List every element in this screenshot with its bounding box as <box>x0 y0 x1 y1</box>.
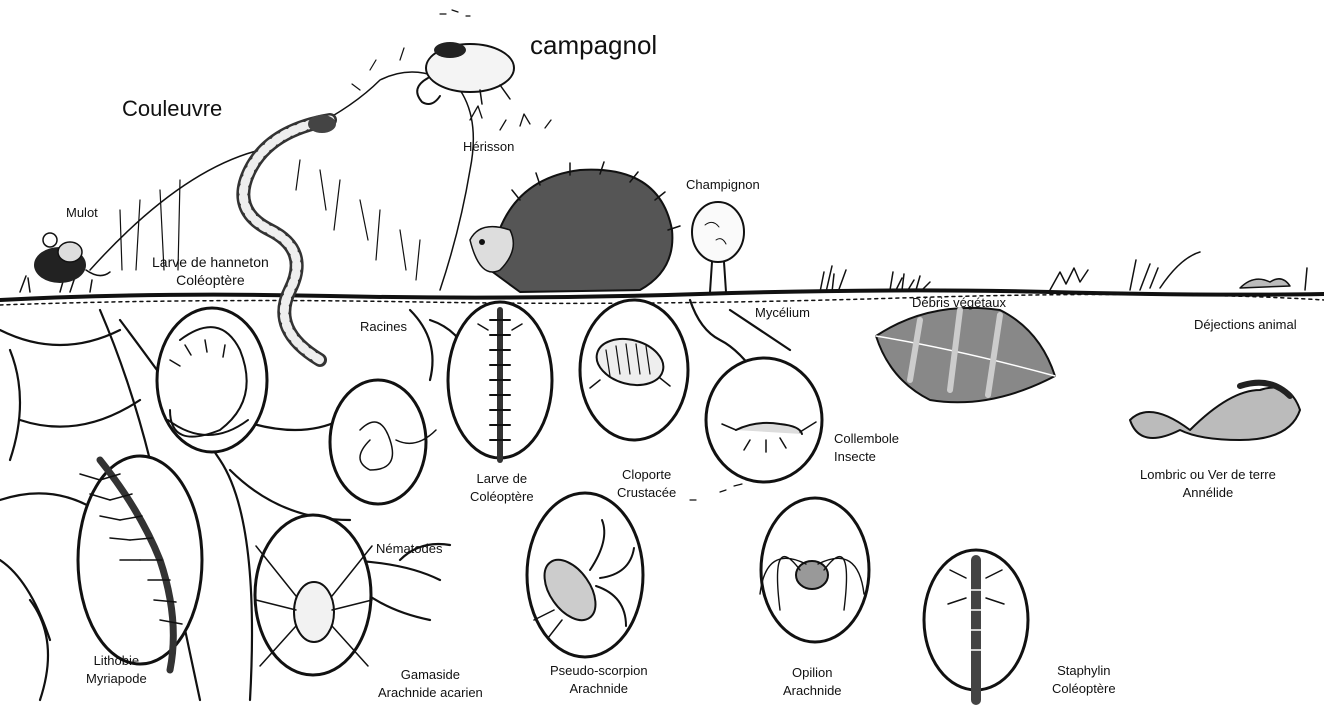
label-staphylin-line1: Staphylin <box>1052 662 1116 680</box>
label-cloporte-line2: Crustacée <box>617 484 676 502</box>
vole-drawing <box>417 42 514 104</box>
label-larve-coleoptere-line1: Larve de <box>470 470 534 488</box>
label-opilion: Opilion Arachnide <box>783 664 842 700</box>
label-collembole: Collembole Insecte <box>834 430 899 466</box>
label-larve-coleoptere: Larve de Coléoptère <box>470 470 534 506</box>
circle-staphylin <box>924 550 1028 700</box>
label-cloporte-line1: Cloporte <box>617 466 676 484</box>
circle-larve-coleoptere <box>448 302 552 460</box>
label-debris: Débris végétaux <box>912 294 1006 312</box>
label-staphylin-line2: Coléoptère <box>1052 680 1116 698</box>
label-gamaside-line1: Gamaside <box>378 666 483 684</box>
circle-collembole <box>706 358 822 482</box>
label-pseudo-line2: Arachnide <box>550 680 648 698</box>
label-lithobie-line2: Myriapode <box>86 670 147 688</box>
label-lombric: Lombric ou Ver de terre Annélide <box>1140 466 1276 502</box>
label-lithobie-line1: Lithobie <box>86 652 147 670</box>
label-hanneton-line2: Coléoptère <box>152 271 269 289</box>
label-hanneton: Larve de hanneton Coléoptère <box>152 253 269 289</box>
label-herisson: Hérisson <box>463 138 514 156</box>
label-lombric-line2: Annélide <box>1140 484 1276 502</box>
label-pseudo-line1: Pseudo-scorpion <box>550 662 648 680</box>
hedgehog-drawing <box>470 162 680 292</box>
mushroom-drawing <box>692 202 744 292</box>
label-mulot: Mulot <box>66 204 98 222</box>
label-staphylin: Staphylin Coléoptère <box>1052 662 1116 698</box>
label-couleuvre: Couleuvre <box>122 96 222 122</box>
label-pseudo-scorpion: Pseudo-scorpion Arachnide <box>550 662 648 698</box>
label-nematodes: Nématodes <box>376 540 442 558</box>
mouse-drawing <box>34 233 110 283</box>
label-larve-coleoptere-line2: Coléoptère <box>470 488 534 506</box>
circle-pseudo-scorpion <box>527 493 643 657</box>
circle-nematodes <box>330 380 436 504</box>
label-dejections: Déjections animal <box>1194 316 1297 334</box>
circle-cloporte <box>580 300 688 440</box>
circle-lithobie <box>78 456 202 670</box>
label-gamaside-line2: Arachnide acarien <box>378 684 483 702</box>
label-hanneton-line1: Larve de hanneton <box>152 253 269 271</box>
label-collembole-line2: Insecte <box>834 448 899 466</box>
label-opilion-line1: Opilion <box>783 664 842 682</box>
label-collembole-line1: Collembole <box>834 430 899 448</box>
circle-gamaside <box>255 515 372 675</box>
label-mycelium: Mycélium <box>755 304 810 322</box>
label-lombric-line1: Lombric ou Ver de terre <box>1140 466 1276 484</box>
label-champignon: Champignon <box>686 176 760 194</box>
droppings-drawing <box>1130 383 1300 440</box>
circle-opilion <box>760 498 869 642</box>
label-campagnol: campagnol <box>530 30 657 60</box>
label-cloporte: Cloporte Crustacée <box>617 466 676 502</box>
label-lithobie: Lithobie Myriapode <box>86 652 147 688</box>
label-gamaside: Gamaside Arachnide acarien <box>378 666 483 702</box>
label-racines: Racines <box>360 318 407 336</box>
snake-drawing <box>243 115 336 360</box>
label-opilion-line2: Arachnide <box>783 682 842 700</box>
leaf-drawing <box>876 308 1055 402</box>
circle-hanneton <box>157 308 267 452</box>
